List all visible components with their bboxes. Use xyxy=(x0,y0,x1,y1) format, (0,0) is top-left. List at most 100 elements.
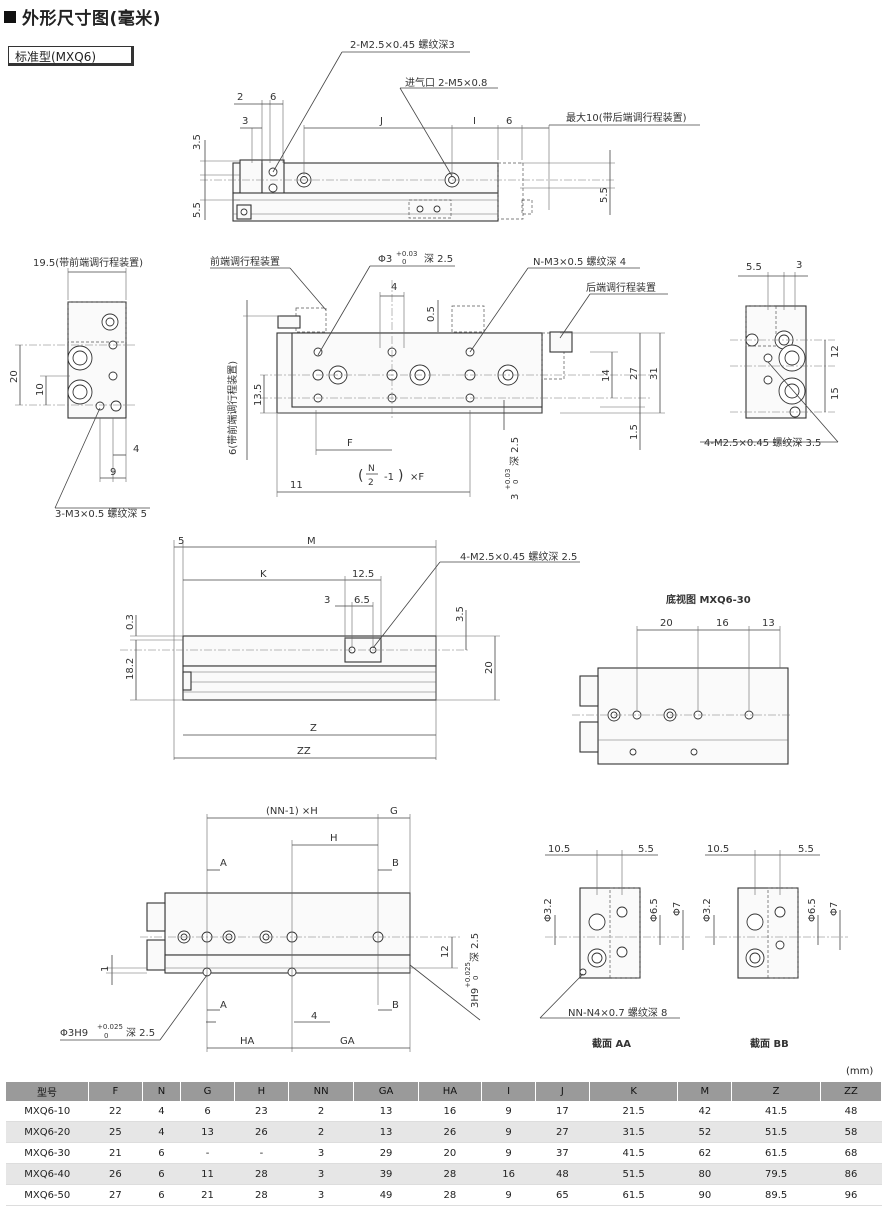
table-header: HA xyxy=(418,1082,483,1101)
table-cell: 6 xyxy=(142,1163,181,1185)
dim-label: Φ3.2 xyxy=(543,898,554,922)
table-cell: 51.5 xyxy=(731,1121,821,1143)
table-cell: 11 xyxy=(180,1163,235,1185)
lower-view: (NN-1) ×H G H A B A B 1 12 4 HA GA Φ3H9 … xyxy=(60,806,481,1052)
table-cell: 65 xyxy=(535,1184,590,1206)
table-row: MXQ6-40 26 6 11 28 3 39 28 16 48 51.5 80… xyxy=(6,1163,882,1185)
phi3-tol-low: 0 xyxy=(402,258,406,266)
table-cell: 48 xyxy=(535,1163,590,1185)
dim-label: Φ6.5 xyxy=(649,898,660,922)
table-cell: 31.5 xyxy=(589,1121,678,1143)
dim-label: 3.5 xyxy=(192,134,203,150)
formula-rest: -1 xyxy=(384,472,394,483)
table-cell: 21 xyxy=(180,1184,235,1206)
slot-depth: 深 2.5 xyxy=(509,437,521,466)
dim-label: Φ6.5 xyxy=(807,898,818,922)
dim-label: 3.5 xyxy=(455,606,466,622)
dim-label: ZZ xyxy=(297,746,311,757)
table-cell: MXQ6-50 xyxy=(6,1184,89,1206)
table-cell: MXQ6-40 xyxy=(6,1163,89,1185)
section-aa-callout: NN-N4×0.7 螺纹深 8 xyxy=(568,1006,667,1019)
table-header: G xyxy=(180,1082,235,1101)
dim-label: 3 xyxy=(324,595,330,606)
formula-2: 2 xyxy=(368,478,374,488)
3m3-callout: 3-M3×0.5 螺纹深 5 xyxy=(55,507,147,520)
table-cell: 4 xyxy=(142,1121,181,1143)
heading-text: 外形尺寸图(毫米) xyxy=(22,9,162,29)
top-max-callout: 最大10(带后端调行程装置) xyxy=(566,111,687,124)
table-cell: 23 xyxy=(234,1101,289,1122)
table-header: J xyxy=(535,1082,590,1101)
table-header: M xyxy=(677,1082,733,1101)
dim-label: 18.2 xyxy=(125,658,136,680)
table-cell: 41.5 xyxy=(731,1101,821,1122)
table-cell: 21.5 xyxy=(589,1101,678,1122)
top-view: 2-M2.5×0.45 螺纹深3 进气口 2-M5×0.8 最大10(带后端调行… xyxy=(192,38,700,222)
dim-label: B xyxy=(392,1000,399,1011)
dim-label: 16 xyxy=(716,618,729,629)
table-cell: 6 xyxy=(142,1142,181,1164)
table-cell: 13 xyxy=(353,1101,419,1122)
table-cell: 51.5 xyxy=(589,1163,678,1185)
dim-label: 6.5 xyxy=(354,595,370,606)
dim-label: 10.5 xyxy=(548,844,570,855)
dim-label: 20 xyxy=(9,370,20,383)
table-cell: 22 xyxy=(88,1101,143,1122)
top-view-rear-adjuster xyxy=(497,162,524,220)
dim-label: 5.5 xyxy=(798,844,814,855)
table-cell: 48 xyxy=(820,1101,882,1122)
dim-label: J xyxy=(379,116,383,127)
dim-label: 5.5 xyxy=(746,262,762,273)
table-cell: 3 xyxy=(288,1142,354,1164)
dim-label: 10.5 xyxy=(707,844,729,855)
front-device-callout: 前端调行程装置 xyxy=(210,255,280,268)
bottom-view: 底视图 MXQ6-30 20 16 13 xyxy=(572,593,790,765)
dim-label: 5 xyxy=(178,536,184,547)
unit-label: (mm) xyxy=(846,1066,874,1077)
3h9-callout: 3H9 xyxy=(470,988,481,1008)
table-cell: 16 xyxy=(418,1101,482,1122)
3h9-depth: 深 2.5 xyxy=(469,933,481,962)
table-cell: 28 xyxy=(234,1184,289,1206)
top-inlet-callout: 进气口 2-M5×0.8 xyxy=(405,76,487,89)
dim-label: I xyxy=(473,116,476,127)
front-view-base xyxy=(182,665,437,701)
table-cell: 28 xyxy=(234,1163,289,1185)
table-cell: 25 xyxy=(88,1121,143,1143)
dim-label: G xyxy=(390,806,398,817)
rear-device-callout: 后端调行程装置 xyxy=(586,281,656,294)
formula-paren: ) xyxy=(398,468,403,484)
dim-label: B xyxy=(392,858,399,869)
table-header: GA xyxy=(353,1082,419,1101)
table-cell: 13 xyxy=(353,1121,419,1143)
dim-label: Z xyxy=(310,723,317,734)
phi3-callout: Φ3 xyxy=(378,254,392,265)
table-cell: 58 xyxy=(820,1121,882,1143)
table-cell: 9 xyxy=(481,1142,536,1164)
table-header-row: 型号 F N G H NN GA HA I J K M Z ZZ xyxy=(6,1082,883,1101)
end-thread-callout: 4-M2.5×0.45 螺纹深 3.5 xyxy=(704,436,821,449)
phi3h9-callout: Φ3H9 xyxy=(60,1028,88,1039)
nm3-callout: N-M3×0.5 螺纹深 4 xyxy=(533,255,626,268)
table-cell: 80 xyxy=(677,1163,732,1185)
dim-label: H xyxy=(330,833,338,844)
table-header: ZZ xyxy=(820,1082,883,1101)
dim-label: A xyxy=(220,1000,227,1011)
dim-label: 1 xyxy=(100,966,111,972)
side-view: 前端调行程装置 Φ3 +0.03 0 深 2.5 N-M3×0.5 螺纹深 4 … xyxy=(210,250,668,500)
table-cell: 9 xyxy=(481,1101,536,1122)
dim-label: 12 xyxy=(830,345,841,358)
dim-label: 4 xyxy=(391,282,397,293)
dim-label: Φ7 xyxy=(829,902,840,916)
dim-label: 31 xyxy=(649,367,660,380)
table-cell: 96 xyxy=(820,1184,882,1206)
3h9-tol-low: 0 xyxy=(472,976,480,980)
lower-view-body xyxy=(164,892,411,956)
dim-label: 3 xyxy=(242,116,248,127)
table-header: Z xyxy=(731,1082,821,1101)
table-cell: 68 xyxy=(820,1142,882,1164)
dim-label: 6 xyxy=(270,92,276,103)
table-cell: 49 xyxy=(353,1184,419,1206)
table-row: MXQ6-50 27 6 21 28 3 49 28 9 65 61.5 90 … xyxy=(6,1184,882,1206)
front-view: 5 M K 12.5 3 6.5 0.3 18.2 3.5 20 Z ZZ 4-… xyxy=(120,536,580,760)
